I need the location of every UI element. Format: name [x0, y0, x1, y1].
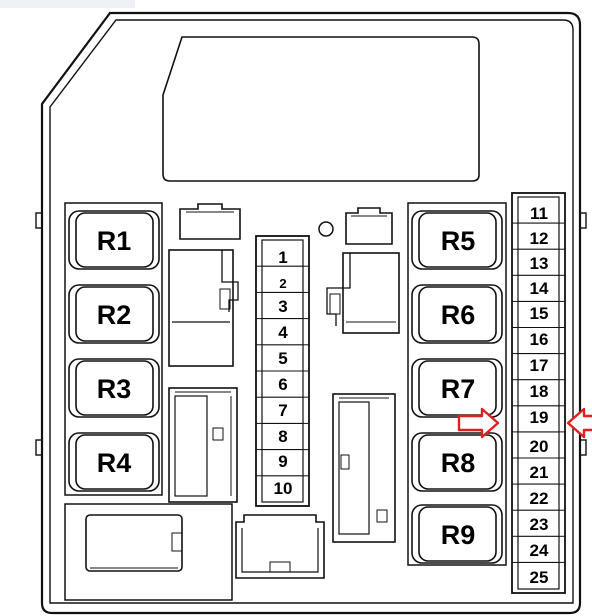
fuse-label: 24 [530, 541, 549, 560]
relay-r6[interactable]: R6 [411, 284, 503, 344]
relay-label: R4 [97, 448, 132, 478]
fuse-label: 8 [278, 427, 287, 446]
side-tab-right-top [579, 212, 587, 229]
fuse-4[interactable]: 4 [278, 323, 288, 342]
fuse-17[interactable]: 17 [530, 356, 549, 375]
connector-tall-right[interactable] [332, 393, 396, 543]
fuse-11[interactable]: 11 [530, 204, 548, 223]
relay-r4[interactable]: R4 [68, 432, 160, 492]
relay-column-left: R1 R2 R3 R4 [64, 202, 163, 496]
fuse-22[interactable]: 22 [530, 489, 549, 508]
fuse-6[interactable]: 6 [278, 375, 287, 394]
fuse-25[interactable]: 25 [530, 568, 549, 587]
fuse-16[interactable]: 16 [530, 330, 549, 349]
relay-r8[interactable]: R8 [411, 432, 503, 492]
fuse-label: 6 [278, 375, 287, 394]
fuse-label: 1 [278, 248, 287, 267]
fuse-24[interactable]: 24 [530, 541, 549, 560]
corner-mark [0, 0, 135, 8]
fuse-label: 15 [530, 304, 549, 323]
fuse-10[interactable]: 10 [274, 479, 293, 498]
relay-label: R6 [441, 300, 476, 330]
relay-r7[interactable]: R7 [411, 358, 503, 418]
fuse-2[interactable]: 2 [279, 276, 286, 291]
connector-block-right[interactable] [326, 252, 400, 334]
fuse-box-inner-outline [49, 19, 574, 604]
relay-label: R9 [441, 520, 476, 550]
fuse-label: 19 [530, 408, 549, 427]
relay-r5[interactable]: R5 [411, 210, 503, 270]
relay-label: R8 [441, 448, 476, 478]
fuse-label: 13 [530, 254, 549, 273]
fuse-box-housing [40, 11, 582, 615]
fuse-label: 14 [530, 279, 549, 298]
fuse-19[interactable]: 19 [530, 408, 549, 427]
relay-r1[interactable]: R1 [68, 210, 160, 270]
connector-block-left[interactable] [168, 249, 239, 367]
fuse-label: 25 [530, 568, 549, 587]
fuse-label: 11 [530, 204, 548, 223]
connector-small-right[interactable] [345, 207, 393, 245]
connector-tall-left[interactable] [168, 387, 238, 503]
relay-label: R1 [97, 226, 132, 256]
arrow-right-icon [457, 407, 500, 439]
fuse-14[interactable]: 14 [530, 279, 549, 298]
fuse-label: 18 [530, 382, 549, 401]
fuse-9[interactable]: 9 [278, 452, 287, 471]
fuse-7[interactable]: 7 [278, 401, 287, 420]
relay-label: R2 [97, 300, 132, 330]
top-window [162, 36, 480, 182]
connector-bottom-center[interactable] [235, 514, 325, 579]
fuse-label: 3 [278, 297, 287, 316]
fuse-label: 23 [530, 515, 549, 534]
mounting-hole [318, 221, 334, 237]
fuse-18[interactable]: 18 [530, 382, 549, 401]
fuse-label: 4 [278, 323, 288, 342]
fuse-label: 22 [530, 489, 549, 508]
relay-label: R3 [97, 374, 132, 404]
side-tab-right-bottom [579, 439, 587, 456]
fuse-label: 9 [278, 452, 287, 471]
fuse-21[interactable]: 21 [530, 463, 549, 482]
side-tab-left-top [35, 212, 43, 229]
side-tab-left-bottom [35, 439, 43, 456]
fuse-label: 10 [274, 479, 293, 498]
relay-label: R5 [441, 226, 476, 256]
fuse-column-right: 11 12 13 14 15 16 17 18 19 20 21 22 23 2… [511, 192, 566, 594]
relay-r3[interactable]: R3 [68, 358, 160, 418]
fuse-column-center: 1 2 3 4 5 6 7 8 9 10 [255, 235, 310, 507]
connector-small-left[interactable] [179, 203, 241, 240]
fuse-1[interactable]: 1 [278, 248, 287, 267]
relay-column-right: R5 R6 R7 R8 R9 [407, 202, 507, 566]
relay-r2[interactable]: R2 [68, 284, 160, 344]
fuse-13[interactable]: 13 [530, 254, 549, 273]
relay-label: R7 [441, 374, 476, 404]
fuse-label: 16 [530, 330, 549, 349]
fuse-label: 12 [530, 229, 549, 248]
fuse-20[interactable]: 20 [530, 437, 549, 456]
fuse-label: 7 [278, 401, 287, 420]
fuse-5[interactable]: 5 [278, 349, 287, 368]
fuse-12[interactable]: 12 [530, 229, 549, 248]
arrow-left-icon [566, 407, 592, 439]
fuse-23[interactable]: 23 [530, 515, 549, 534]
fuse-label: 20 [530, 437, 549, 456]
connector-bottom-left[interactable] [64, 503, 233, 601]
fuse-label: 21 [530, 463, 549, 482]
fuse-3[interactable]: 3 [278, 297, 287, 316]
fuse-label: 17 [530, 356, 549, 375]
relay-r9[interactable]: R9 [411, 504, 503, 564]
fuse-8[interactable]: 8 [278, 427, 287, 446]
fuse-15[interactable]: 15 [530, 304, 549, 323]
fuse-label: 2 [279, 276, 286, 291]
fuse-label: 5 [278, 349, 287, 368]
